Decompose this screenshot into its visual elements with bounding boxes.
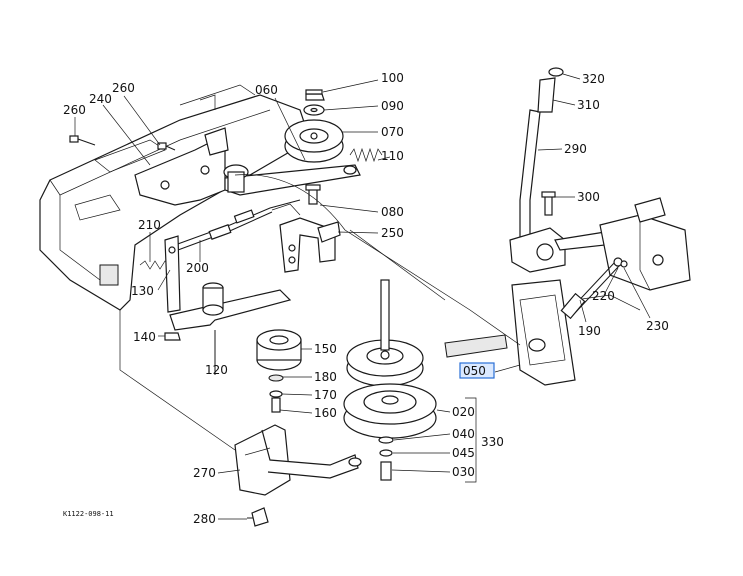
- label-250: 250: [381, 226, 404, 240]
- label-130: 130: [131, 284, 154, 298]
- highlight-050: [459, 362, 495, 379]
- key-blade: [444, 334, 508, 358]
- bolt-260-left: [69, 135, 96, 146]
- support-frame: [511, 197, 691, 386]
- rod-190: [560, 261, 620, 320]
- label-020: 020: [452, 405, 475, 419]
- label-270: 270: [193, 466, 216, 480]
- assembly-bracket: [465, 397, 477, 483]
- label-030: 030: [452, 465, 475, 479]
- bracket-270: [234, 424, 362, 496]
- nut-140: [164, 332, 181, 341]
- diagram-code: K1122-098-11: [63, 510, 114, 518]
- label-280: 280: [193, 512, 216, 526]
- spring-110: [349, 147, 383, 163]
- label-160: 160: [314, 406, 337, 420]
- washer-045: [379, 449, 393, 457]
- nut-100: [305, 89, 325, 101]
- label-220: 220: [592, 289, 615, 303]
- label-080: 080: [381, 205, 404, 219]
- label-190: 190: [578, 324, 601, 338]
- label-260-left: 260: [63, 103, 86, 117]
- washer-180: [268, 374, 284, 382]
- bolt-160: [271, 397, 281, 413]
- washer-040: [378, 436, 394, 444]
- bracket-250: [279, 217, 341, 273]
- wing-bolt-280: [247, 507, 269, 527]
- label-120: 120: [205, 363, 228, 377]
- label-290: 290: [564, 142, 587, 156]
- pin-230: [620, 260, 628, 268]
- knob-320: [548, 67, 564, 77]
- label-240: 240: [89, 92, 112, 106]
- bolt-260-right: [157, 142, 176, 151]
- label-260-top: 260: [112, 81, 135, 95]
- pulley-020: [343, 383, 437, 439]
- leader-lines: [74, 73, 651, 520]
- bolt-030: [380, 461, 392, 481]
- label-140: 140: [133, 330, 156, 344]
- label-040: 040: [452, 427, 475, 441]
- bolt-300: [541, 191, 556, 216]
- washer-090: [303, 104, 325, 116]
- label-045: 045: [452, 446, 475, 460]
- drive-belt: [119, 174, 521, 451]
- pulley-050: [346, 279, 424, 387]
- label-050[interactable]: 050: [463, 364, 486, 378]
- label-200: 200: [186, 261, 209, 275]
- label-060: 060: [255, 83, 278, 97]
- label-330: 330: [481, 435, 504, 449]
- tension-arm: [164, 235, 292, 375]
- label-310: 310: [577, 98, 600, 112]
- bolt-080: [305, 184, 321, 205]
- pulley-070: [284, 119, 344, 163]
- part-labels: 100 090 070 060 110 080 250 260 260 240 …: [63, 71, 669, 526]
- label-210: 210: [138, 218, 161, 232]
- label-300: 300: [577, 190, 600, 204]
- washer-170: [269, 390, 283, 398]
- label-170: 170: [314, 388, 337, 402]
- label-180: 180: [314, 370, 337, 384]
- label-110: 110: [381, 149, 404, 163]
- control-rod: [174, 199, 301, 251]
- label-150: 150: [314, 342, 337, 356]
- idler-arm: [223, 164, 361, 196]
- label-090: 090: [381, 99, 404, 113]
- lever-290: [519, 77, 556, 251]
- label-070: 070: [381, 125, 404, 139]
- label-100: 100: [381, 71, 404, 85]
- spring-210: [139, 260, 171, 270]
- label-230: 230: [646, 319, 669, 333]
- label-320: 320: [582, 72, 605, 86]
- pulley-150: [256, 329, 302, 371]
